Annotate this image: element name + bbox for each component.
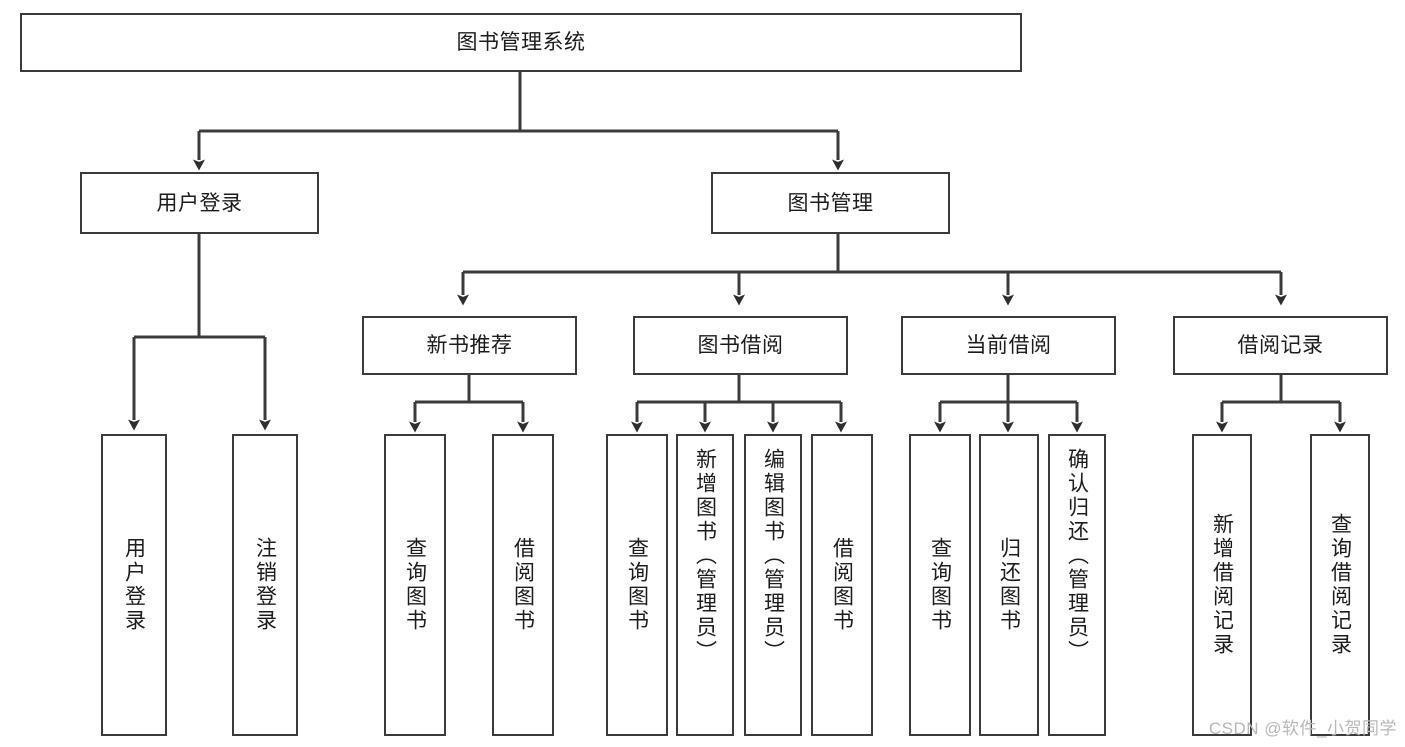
csdn-watermark: CSDN @软件_小贺同学 bbox=[1208, 719, 1397, 738]
leaf-add-record-label: 新增借阅记录 bbox=[1210, 513, 1234, 657]
node-current-borrow[interactable]: 当前借阅 bbox=[901, 316, 1116, 375]
leaf-add-book-label: 新增图书（管理员） bbox=[693, 448, 717, 664]
leaf-query-record[interactable]: 查询借阅记录 bbox=[1310, 434, 1370, 736]
leaf-user-login[interactable]: 用户登录 bbox=[101, 434, 167, 736]
node-root-system-label: 图书管理系统 bbox=[456, 31, 586, 54]
leaf-edit-book-label: 编辑图书（管理员） bbox=[761, 448, 785, 664]
leaf-query-book-2-label: 查询图书 bbox=[625, 537, 649, 633]
leaf-borrow-book-1[interactable]: 借阅图书 bbox=[492, 434, 554, 736]
node-current-borrow-label: 当前借阅 bbox=[965, 334, 1052, 357]
leaf-edit-book[interactable]: 编辑图书（管理员） bbox=[744, 434, 802, 736]
node-borrow-record-label: 借阅记录 bbox=[1237, 334, 1324, 357]
leaf-query-book-2[interactable]: 查询图书 bbox=[606, 434, 668, 736]
node-borrow-record[interactable]: 借阅记录 bbox=[1173, 316, 1388, 375]
node-new-book-recommend[interactable]: 新书推荐 bbox=[362, 316, 577, 375]
leaf-add-record[interactable]: 新增借阅记录 bbox=[1192, 434, 1252, 736]
node-user-login-label: 用户登录 bbox=[156, 191, 243, 215]
leaf-return-book[interactable]: 归还图书 bbox=[979, 434, 1039, 736]
leaf-query-record-label: 查询借阅记录 bbox=[1328, 513, 1352, 657]
node-book-borrow[interactable]: 图书借阅 bbox=[633, 316, 848, 375]
leaf-query-book-3-label: 查询图书 bbox=[928, 537, 952, 633]
leaf-confirm-return[interactable]: 确认归还（管理员） bbox=[1048, 434, 1106, 736]
leaf-query-book-1[interactable]: 查询图书 bbox=[384, 434, 446, 736]
leaf-borrow-book-2-label: 借阅图书 bbox=[830, 537, 854, 633]
node-new-book-recommend-label: 新书推荐 bbox=[426, 334, 513, 357]
leaf-borrow-book-1-label: 借阅图书 bbox=[511, 537, 535, 633]
leaf-add-book[interactable]: 新增图书（管理员） bbox=[676, 434, 734, 736]
leaf-query-book-3[interactable]: 查询图书 bbox=[909, 434, 971, 736]
leaf-user-logout[interactable]: 注销登录 bbox=[232, 434, 298, 736]
node-book-management[interactable]: 图书管理 bbox=[711, 172, 950, 234]
leaf-user-logout-label: 注销登录 bbox=[253, 537, 277, 633]
leaf-return-book-label: 归还图书 bbox=[997, 537, 1021, 633]
node-book-borrow-label: 图书借阅 bbox=[697, 334, 784, 357]
leaf-borrow-book-2[interactable]: 借阅图书 bbox=[811, 434, 873, 736]
node-root-system[interactable]: 图书管理系统 bbox=[20, 13, 1022, 72]
leaf-confirm-return-label: 确认归还（管理员） bbox=[1065, 448, 1089, 664]
leaf-user-login-label: 用户登录 bbox=[122, 537, 146, 633]
node-book-management-label: 图书管理 bbox=[787, 191, 874, 215]
node-user-login[interactable]: 用户登录 bbox=[80, 172, 319, 234]
leaf-query-book-1-label: 查询图书 bbox=[403, 537, 427, 633]
